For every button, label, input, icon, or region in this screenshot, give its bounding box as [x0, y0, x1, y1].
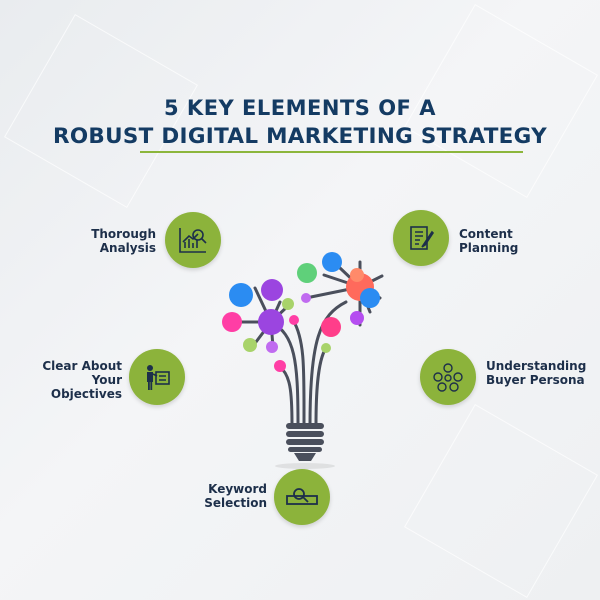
label-line: Clear About — [42, 359, 122, 373]
element-buyer-persona-label: Understanding Buyer Persona — [486, 359, 596, 387]
element-keyword-selection-label: Keyword Selection — [190, 482, 267, 510]
label-line: Buyer Persona — [486, 373, 585, 387]
presenter-board-icon — [129, 349, 185, 405]
people-network-icon — [420, 349, 476, 405]
document-pen-icon — [393, 210, 449, 266]
background-hexagon — [404, 404, 598, 598]
title-line-2: ROBUST DIGITAL MARKETING STRATEGY — [52, 124, 548, 149]
label-line: Content — [459, 227, 513, 241]
chart-analysis-icon — [165, 212, 221, 268]
label-line: Planning — [459, 241, 519, 255]
element-objectives-label: Clear About Your Objectives — [20, 359, 122, 401]
search-bar-icon — [274, 469, 330, 525]
label-line: Keyword — [208, 482, 267, 496]
label-line: Understanding — [486, 359, 587, 373]
element-content-planning-label: Content Planning — [459, 227, 549, 255]
label-line: Selection — [204, 496, 267, 510]
title-line-1: 5 KEY ELEMENTS OF A — [164, 96, 436, 120]
element-thorough-analysis-label: Thorough Analysis — [70, 227, 156, 255]
lightbulb-social-network-illustration — [222, 252, 384, 469]
title-underline — [140, 151, 523, 153]
label-line: Analysis — [99, 241, 156, 255]
label-line: Your Objectives — [50, 373, 122, 401]
label-line: Thorough — [91, 227, 156, 241]
